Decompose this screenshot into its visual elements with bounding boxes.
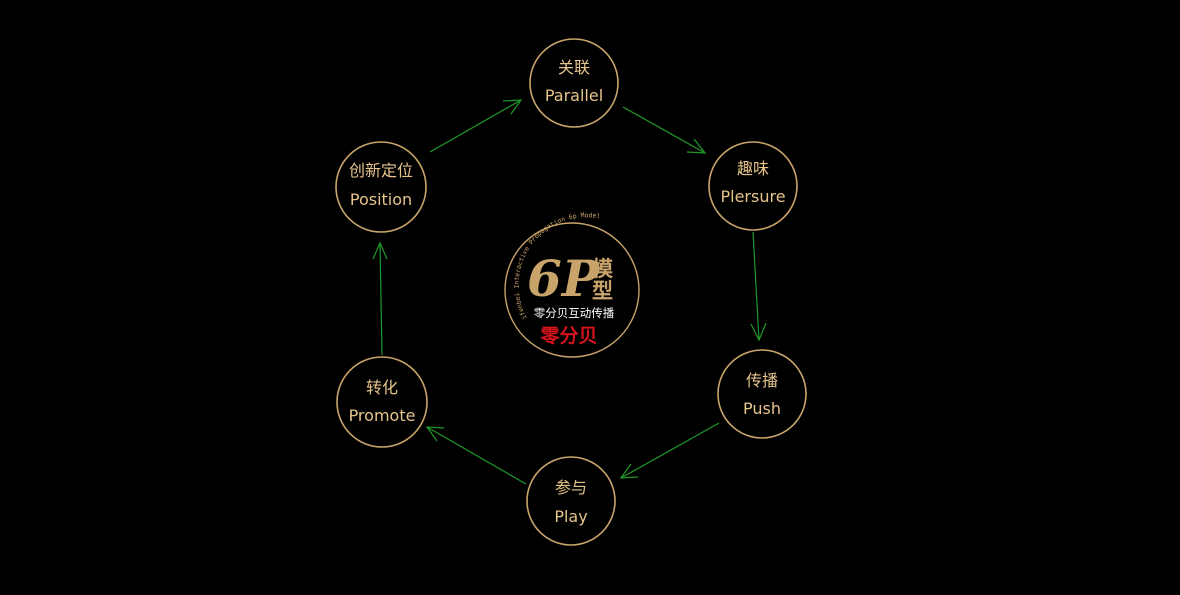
center-6p-title: 6P [527,249,601,308]
node-label-en: Promote [349,406,416,425]
arrow-plersure-to-push [750,231,767,342]
flow-arrows [372,99,767,485]
center-model-char-2: 型 [592,279,613,303]
node-ring [708,141,798,231]
node-label-en: Position [350,190,412,209]
node-label-cn: 创新定位 [349,161,413,180]
node-label-cn: 参与 [555,478,587,497]
arrow-position-to-parallel [429,99,523,153]
node-label-cn: 转化 [366,378,398,397]
arrow-play-to-promote [425,426,527,485]
center-ring [504,222,640,358]
arrow-promote-to-position [372,241,388,356]
node-ring [335,141,427,233]
node-label-cn: 关联 [558,58,590,77]
node-label-cn: 传播 [746,371,778,390]
center-emblem: ifenbei Interactive Propagation 6p Model… [504,211,640,358]
node-plersure: 趣味 Plersure [708,141,798,231]
center-brand-logo: 零分贝 [539,325,597,347]
node-position: 创新定位 Position [335,141,427,233]
node-label-cn: 趣味 [737,159,769,178]
node-label-en: Plersure [720,187,785,206]
node-label-en: Parallel [545,86,603,105]
arrow-push-to-play [619,422,720,479]
node-ring [336,356,428,448]
node-ring [526,456,616,546]
node-play: 参与 Play [526,456,616,546]
node-label-en: Play [554,507,587,526]
node-ring [717,349,807,439]
node-parallel: 关联 Parallel [529,38,619,128]
center-subtitle: 零分贝互动传播 [534,306,615,320]
node-push: 传播 Push [717,349,807,439]
center-model-char-1: 模 [592,257,614,281]
node-ring [529,38,619,128]
node-label-en: Push [743,399,781,418]
node-promote: 转化 Promote [336,356,428,448]
arrow-parallel-to-plersure [622,106,707,154]
